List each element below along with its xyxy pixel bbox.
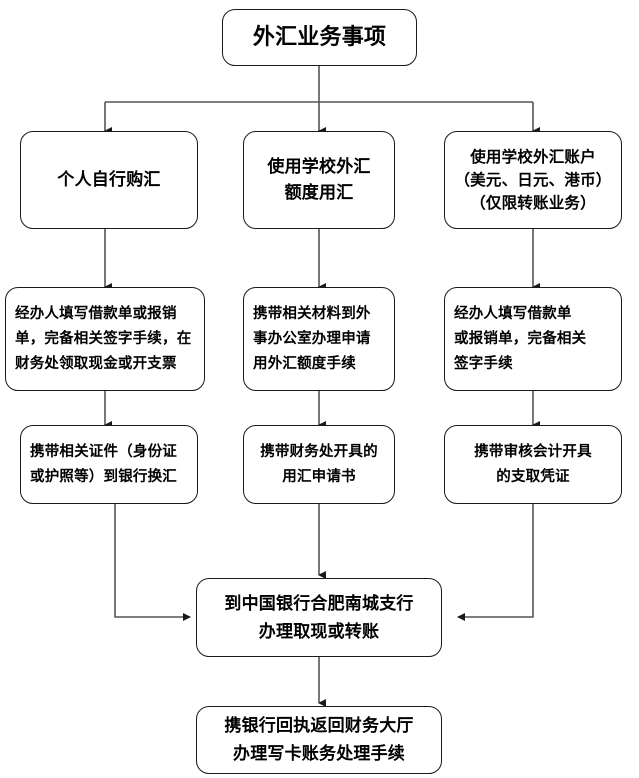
node-merge-line-1: 办理取现或转账 [258, 621, 380, 642]
node-branch2-head[interactable]: 使用学校外汇 额度用汇 [243, 131, 395, 229]
node-final[interactable]: 携银行回执返回财务大厅 办理写卡账务处理手续 [196, 706, 442, 774]
node-branch1-step2-line-1: 单，完备相关签字手续，在 [15, 330, 192, 347]
node-branch1-step3-line-0: 携带相关证件（身份证 [30, 443, 177, 460]
node-branch3-step3[interactable]: 携带审核会计开具 的支取凭证 [444, 425, 622, 504]
node-branch1-step2-line-2: 财务处领取现金或开支票 [15, 355, 177, 372]
node-branch1-step2[interactable]: 经办人填写借款单或报销 单，完备相关签字手续，在 财务处领取现金或开支票 [5, 287, 205, 391]
node-branch3-head-line-1: （美元、日元、港币） [454, 170, 612, 189]
node-branch3-step3-line-0: 携带审核会计开具 [474, 443, 592, 460]
node-branch2-head-line-1: 额度用汇 [284, 183, 354, 203]
node-root-line-0: 外汇业务事项 [252, 24, 387, 50]
node-final-line-1: 办理写卡账务处理手续 [233, 744, 405, 764]
edge-branch3-to-merge [457, 504, 534, 621]
node-branch2-step3[interactable]: 携带财务处开具的 用汇申请书 [243, 425, 395, 504]
node-branch3-step2[interactable]: 经办人填写借款单 或报销单，完备相关 签字手续 [444, 287, 622, 391]
node-branch3-head-line-2: （仅限转账业务） [470, 193, 596, 212]
node-branch2-step2-line-1: 事办公室办理申请 [253, 330, 371, 347]
node-branch3-step2-line-1: 或报销单，完备相关 [454, 330, 587, 347]
node-root[interactable]: 外汇业务事项 [222, 9, 417, 66]
node-branch2-step2[interactable]: 携带相关材料到外 事办公室办理申请 用外汇额度手续 [243, 287, 395, 391]
node-branch2-step2-line-0: 携带相关材料到外 [253, 305, 371, 322]
node-merge[interactable]: 到中国银行合肥南城支行 办理取现或转账 [196, 578, 442, 657]
node-branch2-step3-line-1: 用汇申请书 [282, 468, 356, 485]
node-branch2-step3-line-0: 携带财务处开具的 [260, 443, 378, 460]
node-branch3-head-line-0: 使用学校外汇账户 [470, 147, 596, 166]
node-branch2-step2-line-2: 用外汇额度手续 [253, 355, 356, 372]
node-branch1-step3-line-1: 或护照等）到银行换汇 [30, 468, 177, 485]
node-branch3-step3-line-1: 的支取凭证 [496, 468, 570, 485]
node-branch1-head[interactable]: 个人自行购汇 [20, 131, 198, 229]
node-branch1-head-line-0: 个人自行购汇 [57, 170, 161, 190]
node-branch1-step2-line-0: 经办人填写借款单或报销 [15, 305, 177, 322]
node-branch3-step2-line-2: 签字手续 [454, 355, 513, 372]
node-branch3-step2-line-0: 经办人填写借款单 [454, 305, 572, 322]
node-branch1-step3[interactable]: 携带相关证件（身份证 或护照等）到银行换汇 [20, 425, 198, 504]
node-final-line-0: 携银行回执返回财务大厅 [224, 716, 414, 736]
node-branch3-head[interactable]: 使用学校外汇账户 （美元、日元、港币） （仅限转账业务） [444, 131, 622, 229]
edge-branch1-to-merge [114, 504, 191, 621]
node-merge-line-0: 到中国银行合肥南城支行 [224, 593, 414, 614]
node-branch2-head-line-0: 使用学校外汇 [267, 157, 371, 177]
